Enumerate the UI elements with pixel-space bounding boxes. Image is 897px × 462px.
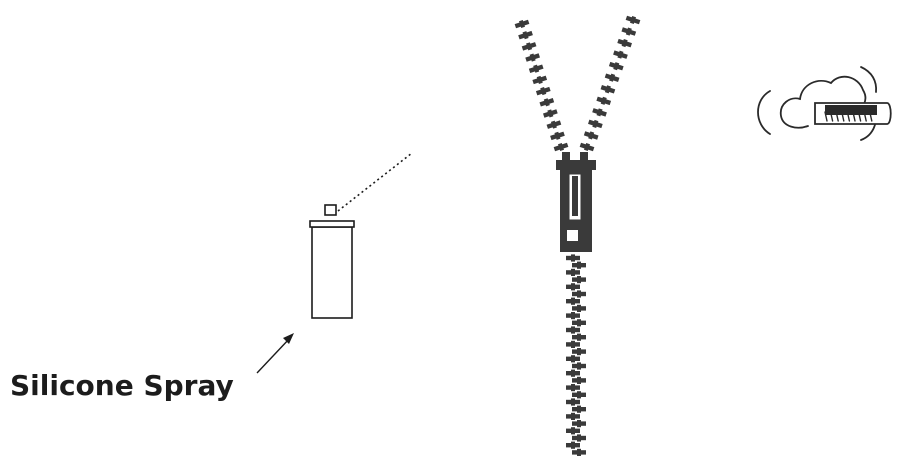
spray-can-body [312,227,352,318]
zipper-tooth [617,38,633,49]
zipper-tooth [596,95,612,106]
zipper-closed-teeth [566,254,586,456]
brush-cloud-icon [758,67,891,140]
zipper-tooth [572,305,586,312]
zipper-tooth [613,49,629,60]
zipper-tooth [536,86,552,97]
zipper-tooth [566,370,580,377]
zipper-tooth [600,84,616,95]
zipper-tooth [566,341,580,348]
zipper-tooth [566,384,580,391]
zipper-slider [556,152,596,252]
spray-can-nozzle [325,205,336,215]
spray-dotted-line [338,153,412,211]
zipper-tooth [521,41,537,52]
zipper-tooth [572,276,586,283]
zipper-tooth [625,14,641,25]
zipper-tooth [572,334,586,341]
zipper-tooth [572,362,586,369]
zipper-tooth [572,406,586,413]
zipper-tooth [539,97,555,108]
spray-can-shoulder [310,221,354,227]
zipper-tooth [572,319,586,326]
zipper-icon [514,14,641,456]
zipper-tooth [572,391,586,398]
zipper-tooth [588,118,604,129]
zipper-tooth [572,348,586,355]
zipper-tooth [566,312,580,319]
zipper-tooth [566,398,580,405]
zipper-tooth [546,119,562,130]
zipper-tooth [604,72,620,83]
zipper-tooth [572,290,586,297]
zipper-tooth [514,18,530,29]
zipper-tooth [572,434,586,441]
zipper-tooth [566,254,580,261]
zipper-tooth [592,107,608,118]
zipper-tooth [566,298,580,305]
zipper-tooth [566,326,580,333]
zipper-tooth [572,449,586,456]
brush-handle [825,105,877,115]
zipper-tooth [553,141,569,152]
zipper-right-teeth [579,14,641,152]
zipper-tooth [525,52,541,63]
zipper-tooth [532,74,548,85]
zipper-tooth [566,355,580,362]
zipper-tooth [583,130,599,141]
zipper-tooth [550,130,566,141]
zipper-tooth [566,427,580,434]
zipper-tooth [621,26,637,37]
zipper-tooth [566,283,580,290]
zipper-tooth [518,30,534,41]
silicone-spray-can-icon [310,205,354,318]
zipper-tooth [543,108,559,119]
zipper-tooth [572,377,586,384]
zipper-tooth [566,269,580,276]
zipper-tooth [572,262,586,269]
zipper-tooth [528,63,544,74]
zipper-pull-hole [567,230,578,241]
zipper-tooth [566,442,580,449]
zipper-left-teeth [514,18,569,152]
zipper-tooth [609,61,625,72]
zipper-tooth [579,141,595,152]
silicone-spray-label: Silicone Spray [10,372,234,400]
zipper-tooth [566,413,580,420]
label-arrow [257,333,294,373]
zipper-tooth [572,420,586,427]
